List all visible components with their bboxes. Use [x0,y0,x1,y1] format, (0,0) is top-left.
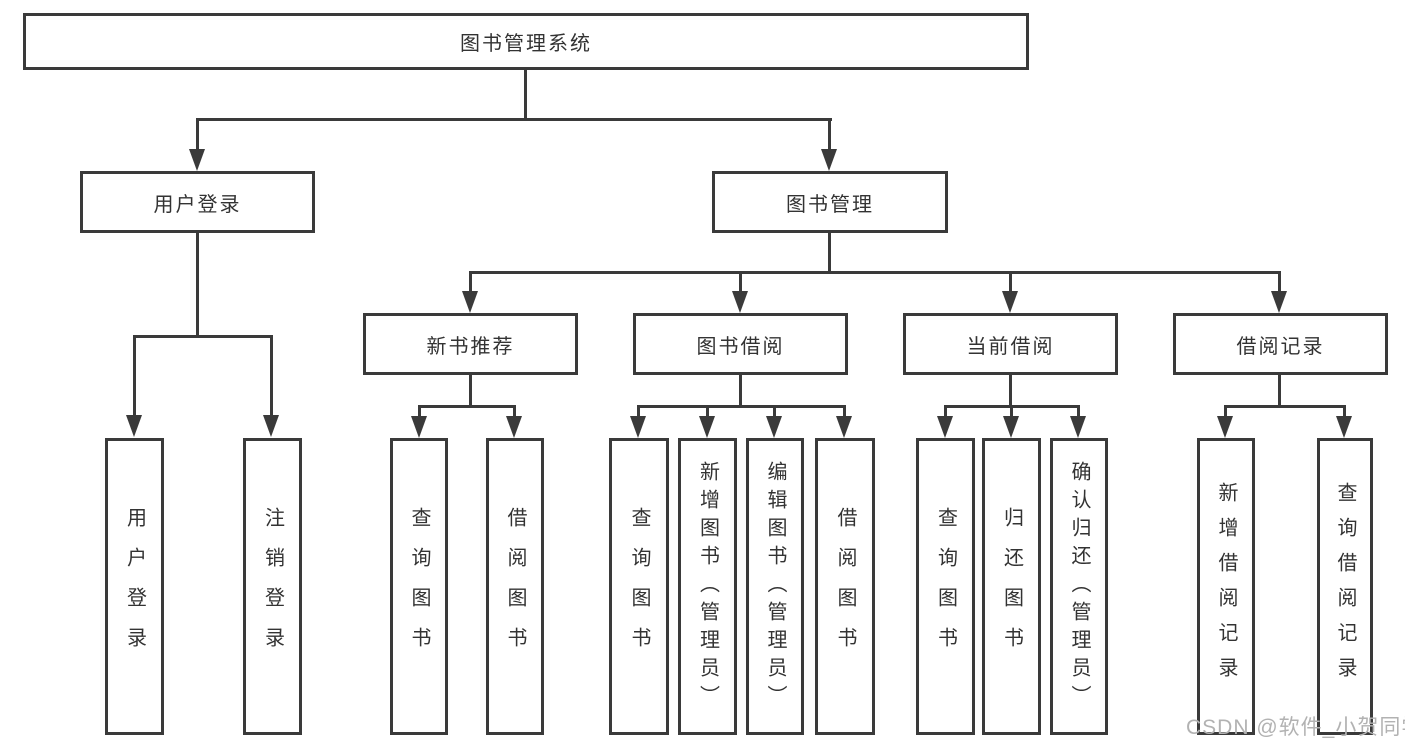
leaf-borrow-books-1-label: 借阅图书 [504,506,526,667]
leaf-user-login: 用户登录 [105,438,164,735]
leaf-borrow-books-1: 借阅图书 [486,438,544,735]
leaf-confirm-return-admin: 确认归还（管理员） [1050,438,1108,735]
leaf-query-books-3-label: 查询图书 [934,506,957,667]
leaf-confirm-return-admin-label: 确认归还（管理员） [1068,460,1090,713]
leaf-add-books-admin: 新增图书（管理员） [678,438,737,735]
node-borrowing-records: 借阅记录 [1173,313,1388,375]
connector-line [1077,405,1080,419]
leaf-query-books-2: 查询图书 [609,438,669,735]
leaf-add-borrow-record-label: 新增借阅记录 [1215,481,1237,692]
connector-line [469,271,1281,274]
leaf-borrow-books-2: 借阅图书 [815,438,875,735]
connector-line [1278,271,1281,295]
connector-line [133,335,136,417]
leaf-edit-books-admin: 编辑图书（管理员） [746,438,804,735]
leaf-add-borrow-record: 新增借阅记录 [1197,438,1255,735]
node-book-management-group-label: 图书管理 [786,193,874,216]
node-user-login-group: 用户登录 [80,171,315,233]
connector-line [270,335,273,417]
connector-line [133,335,272,338]
connector-line [196,118,832,121]
leaf-query-books-3: 查询图书 [916,438,975,735]
arrow-down-icon [462,291,478,313]
leaf-user-login-label: 用户登录 [123,506,146,667]
leaf-return-books-label: 归还图书 [1000,506,1023,667]
leaf-add-books-admin-label: 新增图书（管理员） [696,460,719,713]
connector-line [944,405,947,419]
arrow-down-icon [411,416,427,438]
arrow-down-icon [1070,416,1086,438]
leaf-return-books: 归还图书 [982,438,1041,735]
node-new-book-recommend: 新书推荐 [363,313,578,375]
connector-line [196,233,199,335]
connector-line [706,405,709,419]
arrow-down-icon [766,416,782,438]
connector-line [637,405,640,419]
arrow-down-icon [732,291,748,313]
csdn-watermark: CSDN @软件_小贺同学 [1186,716,1405,739]
connector-line [196,118,199,152]
connector-line [1224,405,1345,408]
arrow-down-icon [836,416,852,438]
connector-line [828,118,831,152]
connector-line [1224,405,1227,419]
arrow-down-icon [1217,416,1233,438]
connector-line [418,405,516,408]
connector-line [739,271,742,295]
connector-line [843,405,846,419]
arrow-down-icon [126,415,142,437]
connector-line [828,233,831,271]
arrow-down-icon [263,415,279,437]
leaf-edit-books-admin-label: 编辑图书（管理员） [764,460,786,713]
node-book-borrowing: 图书借阅 [633,313,848,375]
connector-line [469,271,472,295]
leaf-borrow-books-2-label: 借阅图书 [834,506,856,667]
arrow-down-icon [189,149,205,171]
leaf-query-borrow-record-label: 查询借阅记录 [1334,481,1356,692]
arrow-down-icon [1003,416,1019,438]
node-root-label: 图书管理系统 [460,33,592,55]
leaf-query-books-1-label: 查询图书 [408,506,430,667]
leaf-logout: 注销登录 [243,438,302,735]
connector-line [1278,375,1281,408]
leaf-query-books-1: 查询图书 [390,438,448,735]
leaf-query-borrow-record: 查询借阅记录 [1317,438,1373,735]
arrow-down-icon [821,149,837,171]
connector-line [1009,375,1012,408]
node-current-borrowing: 当前借阅 [903,313,1118,375]
connector-line [1010,405,1013,419]
leaf-query-books-2-label: 查询图书 [628,506,650,667]
connector-line [513,405,516,419]
connector-line [418,405,421,419]
leaf-logout-label: 注销登录 [261,506,284,667]
node-borrowing-records-label: 借阅记录 [1236,335,1325,358]
arrow-down-icon [699,416,715,438]
arrow-down-icon [1271,291,1287,313]
arrow-down-icon [1336,416,1352,438]
node-root-library-system: 图书管理系统 [23,13,1029,70]
node-new-book-recommend-label: 新书推荐 [426,335,515,358]
connector-line [773,405,776,419]
arrow-down-icon [630,416,646,438]
connector-line [637,405,845,408]
node-book-borrowing-label: 图书借阅 [696,335,785,358]
arrow-down-icon [506,416,522,438]
arrow-down-icon [1002,291,1018,313]
node-book-management-group: 图书管理 [712,171,948,233]
connector-line [524,70,527,118]
node-user-login-group-label: 用户登录 [153,193,242,216]
connector-line [1343,405,1346,419]
node-current-borrowing-label: 当前借阅 [966,335,1055,358]
connector-line [1009,271,1012,295]
connector-line [469,375,472,408]
arrow-down-icon [937,416,953,438]
connector-line [739,375,742,408]
